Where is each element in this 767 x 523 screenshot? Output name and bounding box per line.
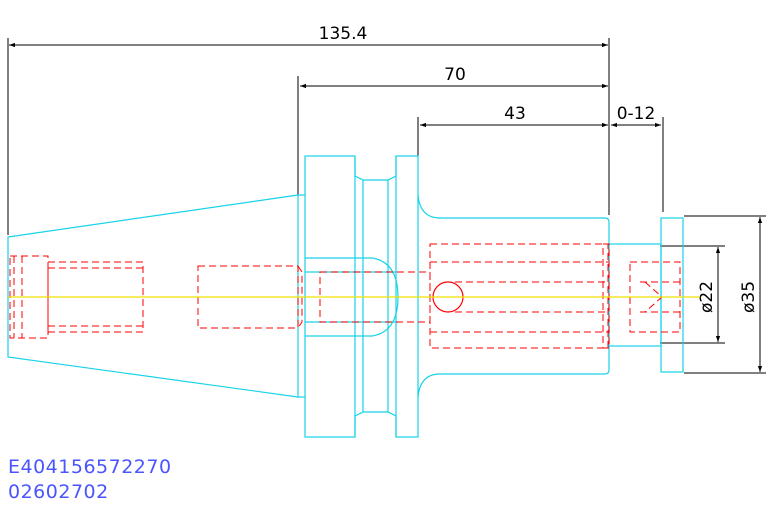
dimension-outer-diameter: ø35 bbox=[684, 215, 766, 374]
taper-shank bbox=[7, 194, 299, 398]
dimension-inner-diameter: ø22 bbox=[660, 245, 725, 344]
dimension-adjust-range: 0-12 bbox=[611, 104, 664, 212]
outer-diameter-label: ø35 bbox=[739, 281, 759, 313]
body bbox=[417, 194, 610, 398]
part-code-line2: 02602702 bbox=[8, 481, 109, 503]
v-groove-bottom bbox=[354, 411, 397, 437]
adjust-range-label: 0-12 bbox=[617, 104, 656, 124]
gauge-length-label: 70 bbox=[444, 65, 466, 85]
dimension-body-length: 43 bbox=[417, 104, 608, 158]
part-code-line1: E404156572270 bbox=[8, 456, 172, 478]
v-groove-top bbox=[354, 156, 397, 181]
body-length-label: 43 bbox=[504, 104, 526, 124]
clamp-collar bbox=[660, 217, 684, 373]
body-cavity bbox=[429, 243, 609, 349]
overall-length-label: 135.4 bbox=[319, 24, 368, 44]
inner-diameter-label: ø22 bbox=[697, 281, 717, 313]
dimension-gauge-length: 70 bbox=[297, 65, 608, 195]
hidden-features bbox=[9, 243, 681, 349]
nose bbox=[608, 243, 662, 347]
dimension-overall-length: 135.4 bbox=[7, 24, 610, 235]
drawbar-bore bbox=[47, 261, 144, 333]
